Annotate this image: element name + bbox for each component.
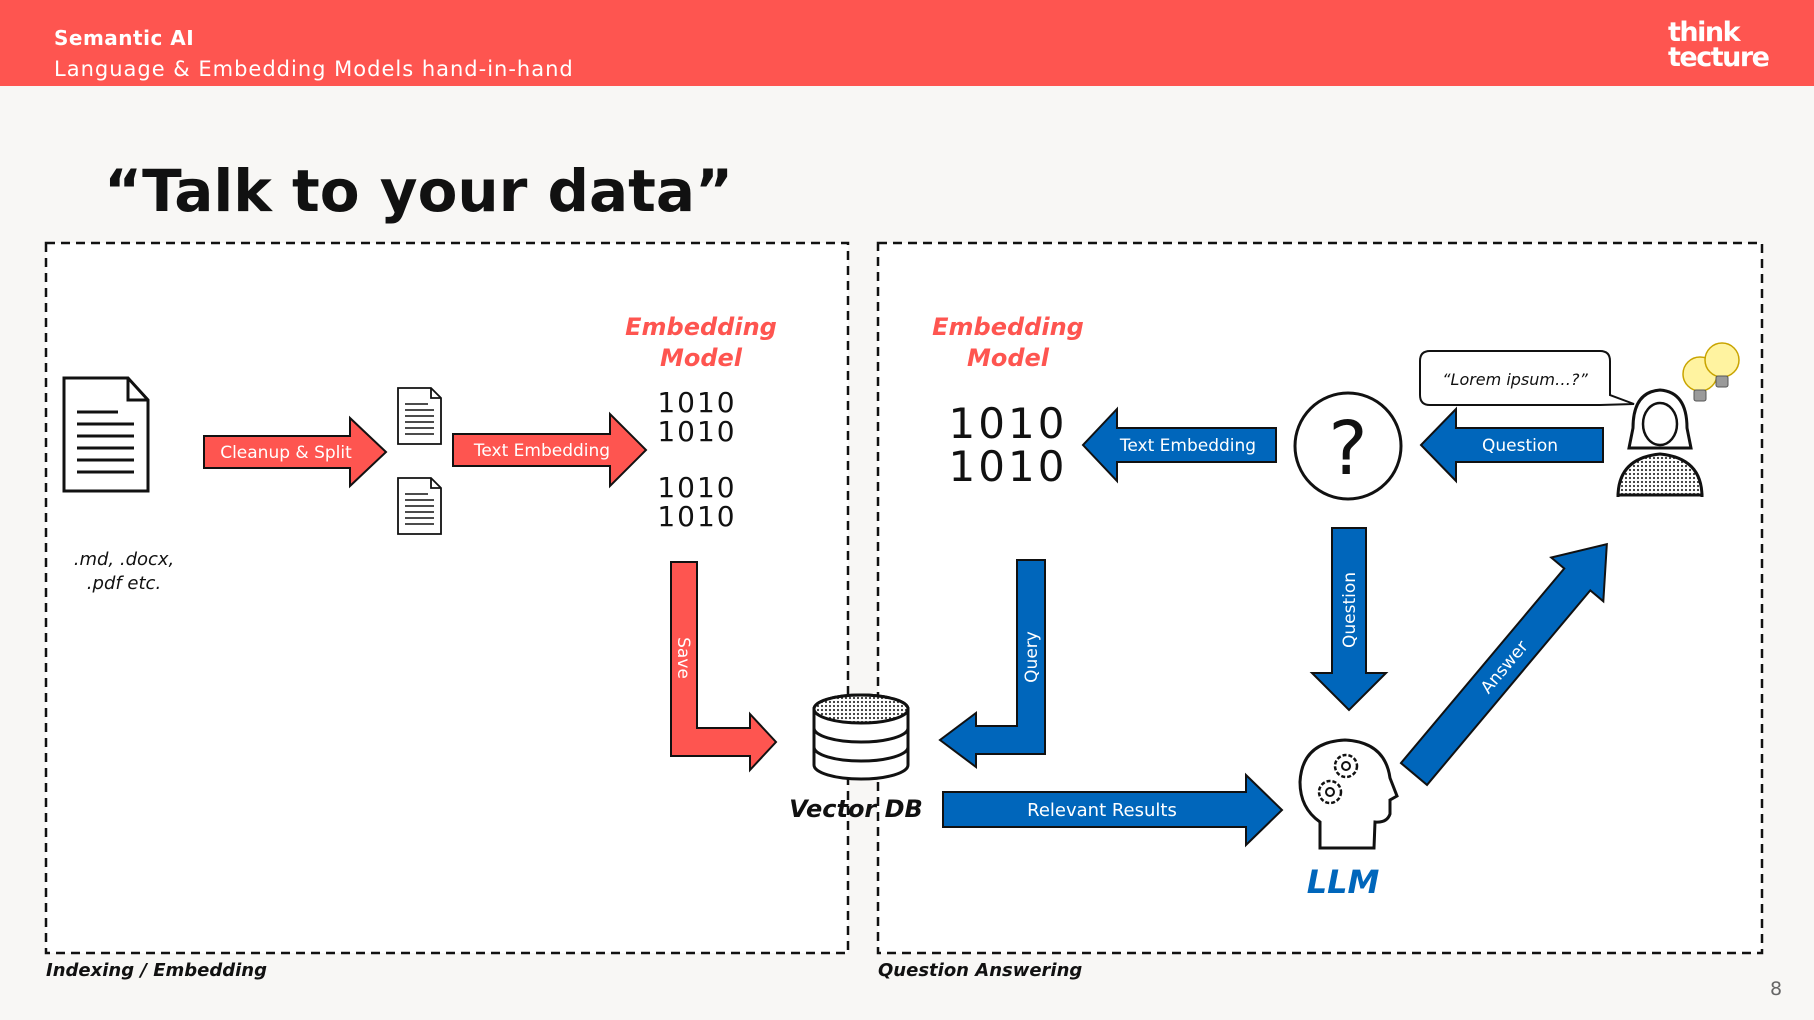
- question-circle-icon: ?: [1293, 391, 1403, 501]
- llm-label: LLM: [1307, 863, 1380, 901]
- relevant-results-arrow: Relevant Results: [942, 772, 1284, 848]
- company-logo: think tecture: [1668, 17, 1770, 73]
- svg-text:1010: 1010: [949, 399, 1068, 448]
- question-down-arrow: Question: [1309, 527, 1389, 712]
- query-arrow: Query: [938, 559, 1046, 769]
- embedding-model-title-qa-1: Embedding: [932, 313, 1084, 341]
- embedding-model-title-indexing-2: Model: [660, 344, 743, 372]
- small-document-icon: [397, 477, 442, 535]
- save-arrow: Save: [670, 561, 778, 773]
- svg-text:1010: 1010: [657, 471, 736, 504]
- embedding-model-title-indexing-1: Embedding: [625, 313, 777, 341]
- relevant-results-label: Relevant Results: [1027, 800, 1177, 821]
- text-embedding-label-indexing: Text Embedding: [473, 441, 610, 461]
- binary-icon: 1010 1010 1010 1010: [657, 386, 736, 533]
- person-icon: [1616, 388, 1704, 498]
- indexing-panel: [44, 241, 850, 955]
- svg-text:1010: 1010: [657, 500, 736, 533]
- question-down-label: Question: [1340, 572, 1360, 648]
- speech-bubble-text: “Lorem ipsum…?”: [1442, 370, 1588, 389]
- page-number: 8: [1770, 978, 1783, 1000]
- text-embedding-arrow-indexing: Text Embedding: [452, 411, 648, 489]
- small-document-icon: [397, 387, 442, 445]
- query-label: Query: [1022, 631, 1042, 683]
- document-icon: [62, 376, 150, 493]
- svg-text:?: ?: [1328, 406, 1367, 492]
- logo-line-1: think: [1668, 17, 1741, 48]
- file-types-line-1: .md, .docx,: [74, 549, 175, 570]
- cleanup-split-arrow: Cleanup & Split: [203, 415, 388, 489]
- question-label: Question: [1482, 436, 1558, 456]
- logo-line-2: tecture: [1668, 42, 1770, 73]
- cleanup-split-label: Cleanup & Split: [220, 443, 352, 463]
- indexing-caption: Indexing / Embedding: [46, 960, 267, 981]
- file-types-line-2: .pdf etc.: [87, 573, 161, 594]
- slide-header: Semantic AI Language & Embedding Models …: [0, 0, 1814, 86]
- text-embedding-label-qa: Text Embedding: [1119, 436, 1256, 456]
- save-label: Save: [673, 637, 693, 679]
- header-subtitle: Language & Embedding Models hand-in-hand: [54, 57, 574, 81]
- binary-icon: 1010 1010: [949, 399, 1068, 491]
- header-title: Semantic AI: [54, 26, 195, 50]
- vector-db-label: Vector DB: [789, 795, 923, 823]
- text-embedding-arrow-qa: Text Embedding: [1081, 406, 1277, 484]
- speech-bubble-icon: “Lorem ipsum…?”: [1419, 350, 1635, 406]
- svg-text:1010: 1010: [949, 442, 1068, 491]
- lightbulb-icon: [1682, 342, 1740, 402]
- svg-text:1010: 1010: [657, 386, 736, 419]
- qa-caption: Question Answering: [878, 960, 1082, 981]
- question-arrow: Question: [1419, 406, 1604, 484]
- head-gears-icon: [1298, 738, 1399, 850]
- database-icon: [812, 693, 910, 781]
- embedding-model-title-qa-2: Model: [967, 344, 1050, 372]
- svg-text:1010: 1010: [657, 415, 736, 448]
- slide-title: “Talk to your data”: [104, 157, 734, 225]
